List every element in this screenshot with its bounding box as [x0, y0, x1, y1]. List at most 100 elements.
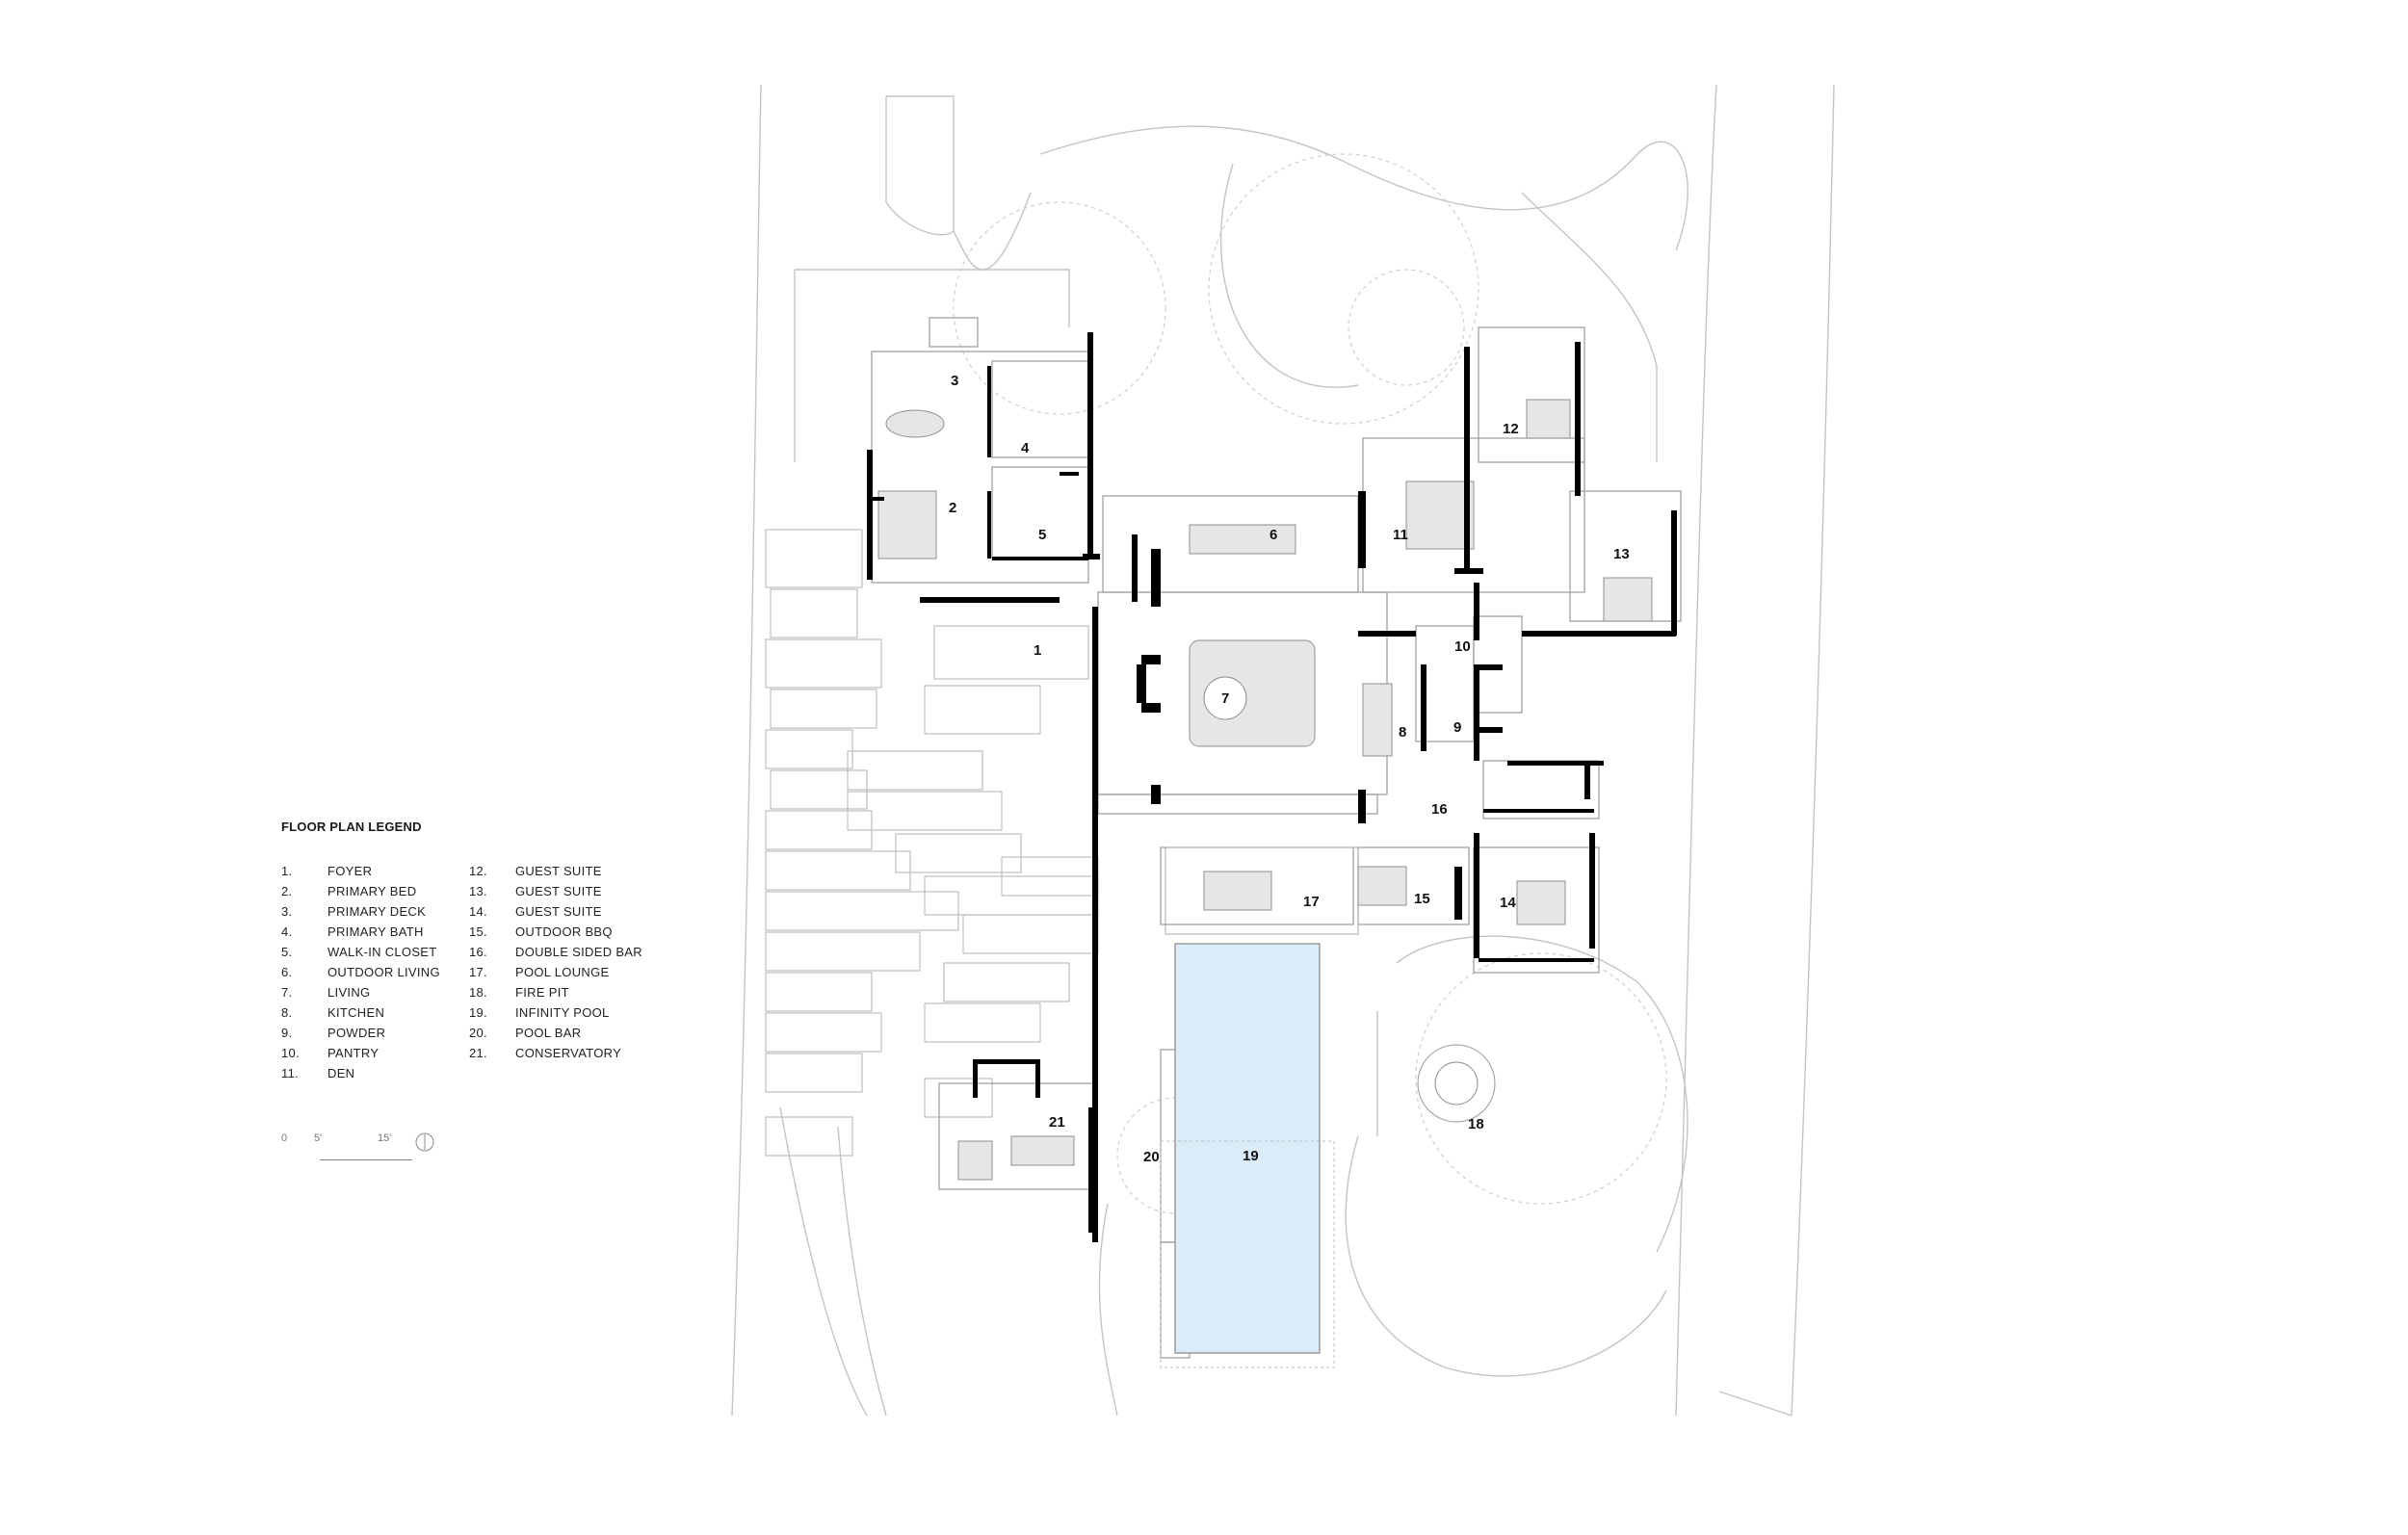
legend-item-number: 16.	[469, 945, 487, 959]
legend-item-label: KITCHEN	[327, 1005, 385, 1020]
room-label: 10	[1454, 638, 1471, 655]
room-label: 13	[1613, 546, 1630, 562]
legend-item-label: GUEST SUITE	[515, 884, 602, 898]
legend-item: 16. DOUBLE SIDED BAR	[469, 942, 657, 962]
legend-item-label: POWDER	[327, 1026, 386, 1040]
room-label: 7	[1221, 690, 1229, 707]
site-lines	[731, 84, 1835, 1417]
legend-item: 18. FIRE PIT	[469, 982, 657, 1002]
pool-edge	[1160, 1140, 1335, 1368]
legend-item-number: 11.	[281, 1066, 300, 1080]
legend-item-label: GUEST SUITE	[515, 904, 602, 919]
room-label: 11	[1393, 527, 1408, 543]
legend-item-number: 20.	[469, 1026, 487, 1040]
legend-item-label: FIRE PIT	[515, 985, 569, 1000]
legend-item-number: 17.	[469, 965, 487, 979]
scale-bar: 0 5' 15'	[281, 1132, 455, 1160]
room-label: 15	[1414, 891, 1430, 907]
room-label: 21	[1049, 1114, 1065, 1131]
legend-item: 8. KITCHEN	[281, 1002, 469, 1023]
legend-item-label: INFINITY POOL	[515, 1005, 610, 1020]
legend-item-number: 21.	[469, 1046, 487, 1060]
room-label: 6	[1269, 527, 1277, 543]
legend-item-number: 12.	[469, 864, 487, 878]
legend-item: 5. WALK-IN CLOSET	[281, 942, 469, 962]
legend-item-number: 4.	[281, 924, 293, 939]
legend-item: 21. CONSERVATORY	[469, 1043, 657, 1063]
room-label: 12	[1503, 421, 1519, 437]
fire-pit	[1417, 1044, 1496, 1123]
room-label: 5	[1038, 527, 1046, 543]
legend-item-number: 8.	[281, 1005, 293, 1020]
infinity-pool	[1174, 943, 1321, 1354]
floor-plan-legend: FLOOR PLAN LEGEND 1. FOYER 2. PRIMARY BED …	[281, 820, 667, 1083]
room-label: 4	[1021, 440, 1030, 456]
legend-item-label: CONSERVATORY	[515, 1046, 622, 1060]
legend-item-number: 5.	[281, 945, 293, 959]
legend-item-label: PRIMARY DECK	[327, 904, 427, 919]
legend-item: 6.OUTDOOR LIVING	[281, 962, 469, 982]
legend-item-number: 7.	[281, 985, 293, 1000]
legend-item-label: POOL LOUNGE	[515, 965, 610, 979]
legend-item-number: 15.	[469, 924, 487, 939]
room-label: 19	[1243, 1148, 1259, 1164]
legend-item-number: 14.	[469, 904, 487, 919]
room-label: 3	[951, 373, 958, 389]
legend-item: 4. PRIMARY BATH	[281, 922, 469, 942]
legend-item: 14. GUEST SUITE	[469, 901, 657, 922]
legend-item: 17. POOL LOUNGE	[469, 962, 657, 982]
legend-item-number: 9.	[281, 1026, 293, 1040]
legend-item: 10. PANTRY	[281, 1043, 469, 1063]
legend-item: 15. OUTDOOR BBQ	[469, 922, 657, 942]
room-label: 20	[1143, 1149, 1160, 1165]
room-label: 1	[1034, 642, 1041, 659]
legend-item-number: 2.	[281, 884, 293, 898]
legend-item: 11. DEN	[281, 1063, 469, 1083]
scale-label-five: 5'	[314, 1132, 323, 1144]
legend-title: FLOOR PLAN LEGEND	[281, 820, 422, 834]
scale-label-fifteen: 15'	[378, 1132, 392, 1144]
room-label: 17	[1303, 894, 1320, 910]
legend-item: 3.PRIMARY DECK	[281, 901, 469, 922]
room-label: 16	[1431, 801, 1448, 818]
room-label: 18	[1468, 1116, 1484, 1132]
legend-item-label: FOYER	[327, 864, 373, 878]
legend-item-label: WALK-IN CLOSET	[327, 945, 437, 959]
legend-item-number: 1.	[281, 864, 293, 878]
legend-item: 20. POOL BAR	[469, 1023, 657, 1043]
legend-item-label: OUTDOOR LIVING	[327, 965, 440, 979]
room-labels: 1 2 3 4 5 6 7 8 9 10 11 12 13 14 15 16 1…	[949, 373, 1630, 1165]
room-label: 9	[1453, 719, 1461, 736]
legend-item-label: GUEST SUITE	[515, 864, 602, 878]
furniture	[877, 399, 1653, 1181]
legend-item-label: OUTDOOR BBQ	[515, 924, 613, 939]
legend-item: 12. GUEST SUITE	[469, 861, 657, 881]
scale-label-zero: 0	[281, 1132, 288, 1144]
legend-item-label: DOUBLE SIDED BAR	[515, 945, 642, 959]
pavers	[765, 529, 1099, 1157]
legend-item-label: POOL BAR	[515, 1026, 582, 1040]
legend-column-right: 12. GUEST SUITE 13. GUEST SUITE 14. GUEST S…	[469, 861, 657, 1083]
walls	[867, 332, 1677, 1242]
legend-item-label: DEN	[327, 1066, 355, 1080]
legend-item-number: 13.	[469, 884, 487, 898]
room-label: 2	[949, 500, 956, 516]
legend-item: 1. FOYER	[281, 861, 469, 881]
legend-item: 7. LIVING	[281, 982, 469, 1002]
legend-item: 2. PRIMARY BED	[281, 881, 469, 901]
legend-item-label: PRIMARY BATH	[327, 924, 424, 939]
legend-item-label: PRIMARY BED	[327, 884, 417, 898]
legend-item-number: 18.	[469, 985, 487, 1000]
legend-item: 9. POWDER	[281, 1023, 469, 1043]
room-label: 14	[1500, 895, 1516, 911]
scale-line	[320, 1159, 412, 1160]
legend-item-label: PANTRY	[327, 1046, 380, 1060]
legend-item-number: 19.	[469, 1005, 487, 1020]
legend-item: 13. GUEST SUITE	[469, 881, 657, 901]
north-arrow-icon	[415, 1132, 434, 1152]
legend-item-label: LIVING	[327, 985, 371, 1000]
legend-item-number: 10.	[281, 1046, 300, 1060]
room-label: 8	[1399, 724, 1406, 741]
legend-column-left: 1. FOYER 2. PRIMARY BED 3.PRIMARY DECK 4. P…	[281, 861, 469, 1083]
